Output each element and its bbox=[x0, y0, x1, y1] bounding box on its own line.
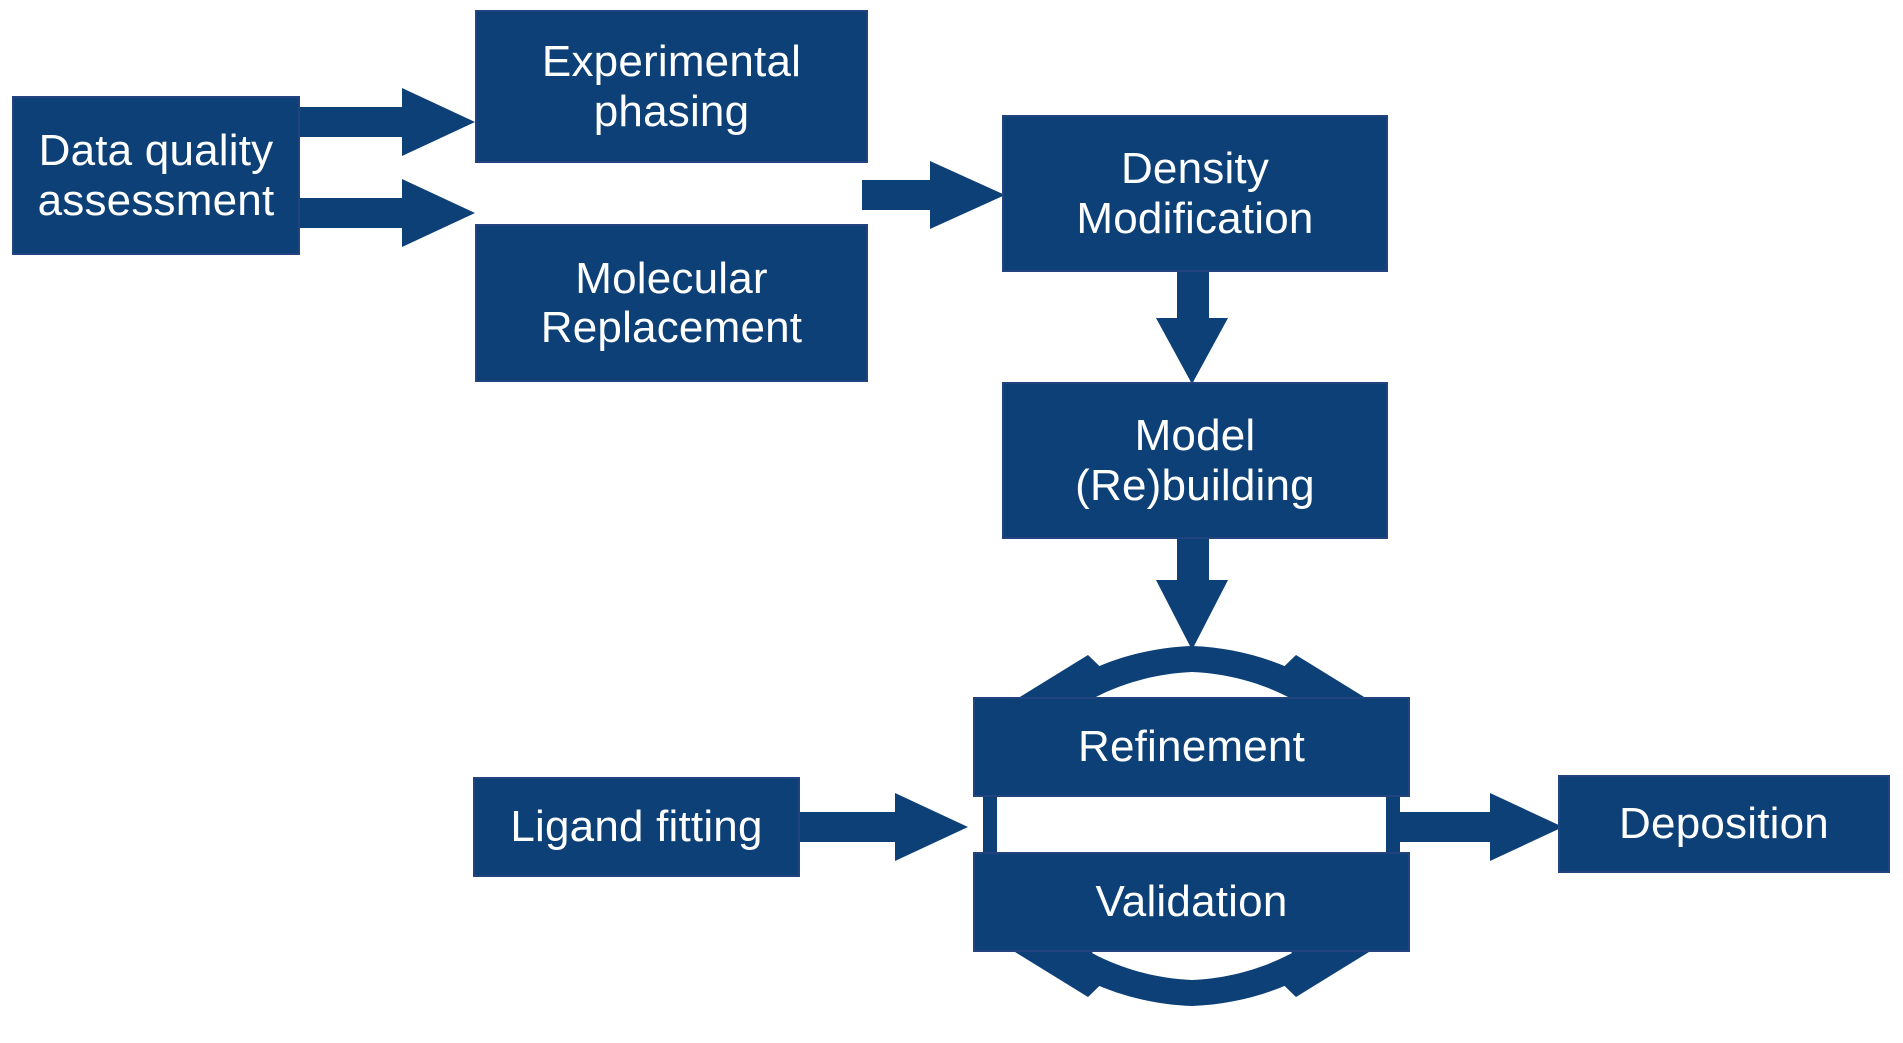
node-ligand-fitting[interactable]: Ligand fitting bbox=[473, 777, 800, 877]
node-deposition[interactable]: Deposition bbox=[1558, 775, 1890, 873]
node-molecular-replacement[interactable]: Molecular Replacement bbox=[475, 224, 868, 382]
cycle-ring-right-segment bbox=[1386, 792, 1400, 858]
arrow-dqa-to-molecular-replacement bbox=[296, 179, 475, 247]
node-data-quality-assessment[interactable]: Data quality assessment bbox=[12, 96, 300, 255]
arrow-density-modification-to-model-rebuilding bbox=[1156, 268, 1228, 384]
cycle-ring-left-segment bbox=[983, 792, 997, 858]
arrow-ligand-fitting-to-cycle bbox=[796, 793, 968, 861]
node-experimental-phasing[interactable]: Experimental phasing bbox=[475, 10, 868, 163]
arrow-cycle-to-deposition bbox=[1396, 793, 1563, 861]
arrow-dqa-to-experimental-phasing bbox=[296, 88, 475, 156]
node-density-modification[interactable]: Density Modification bbox=[1002, 115, 1388, 272]
node-refinement[interactable]: Refinement bbox=[973, 697, 1410, 797]
arrow-phasing-to-density-modification bbox=[862, 161, 1005, 229]
node-validation[interactable]: Validation bbox=[973, 852, 1410, 952]
node-model-rebuilding[interactable]: Model (Re)building bbox=[1002, 382, 1388, 539]
arrow-model-rebuilding-to-cycle bbox=[1156, 536, 1228, 650]
